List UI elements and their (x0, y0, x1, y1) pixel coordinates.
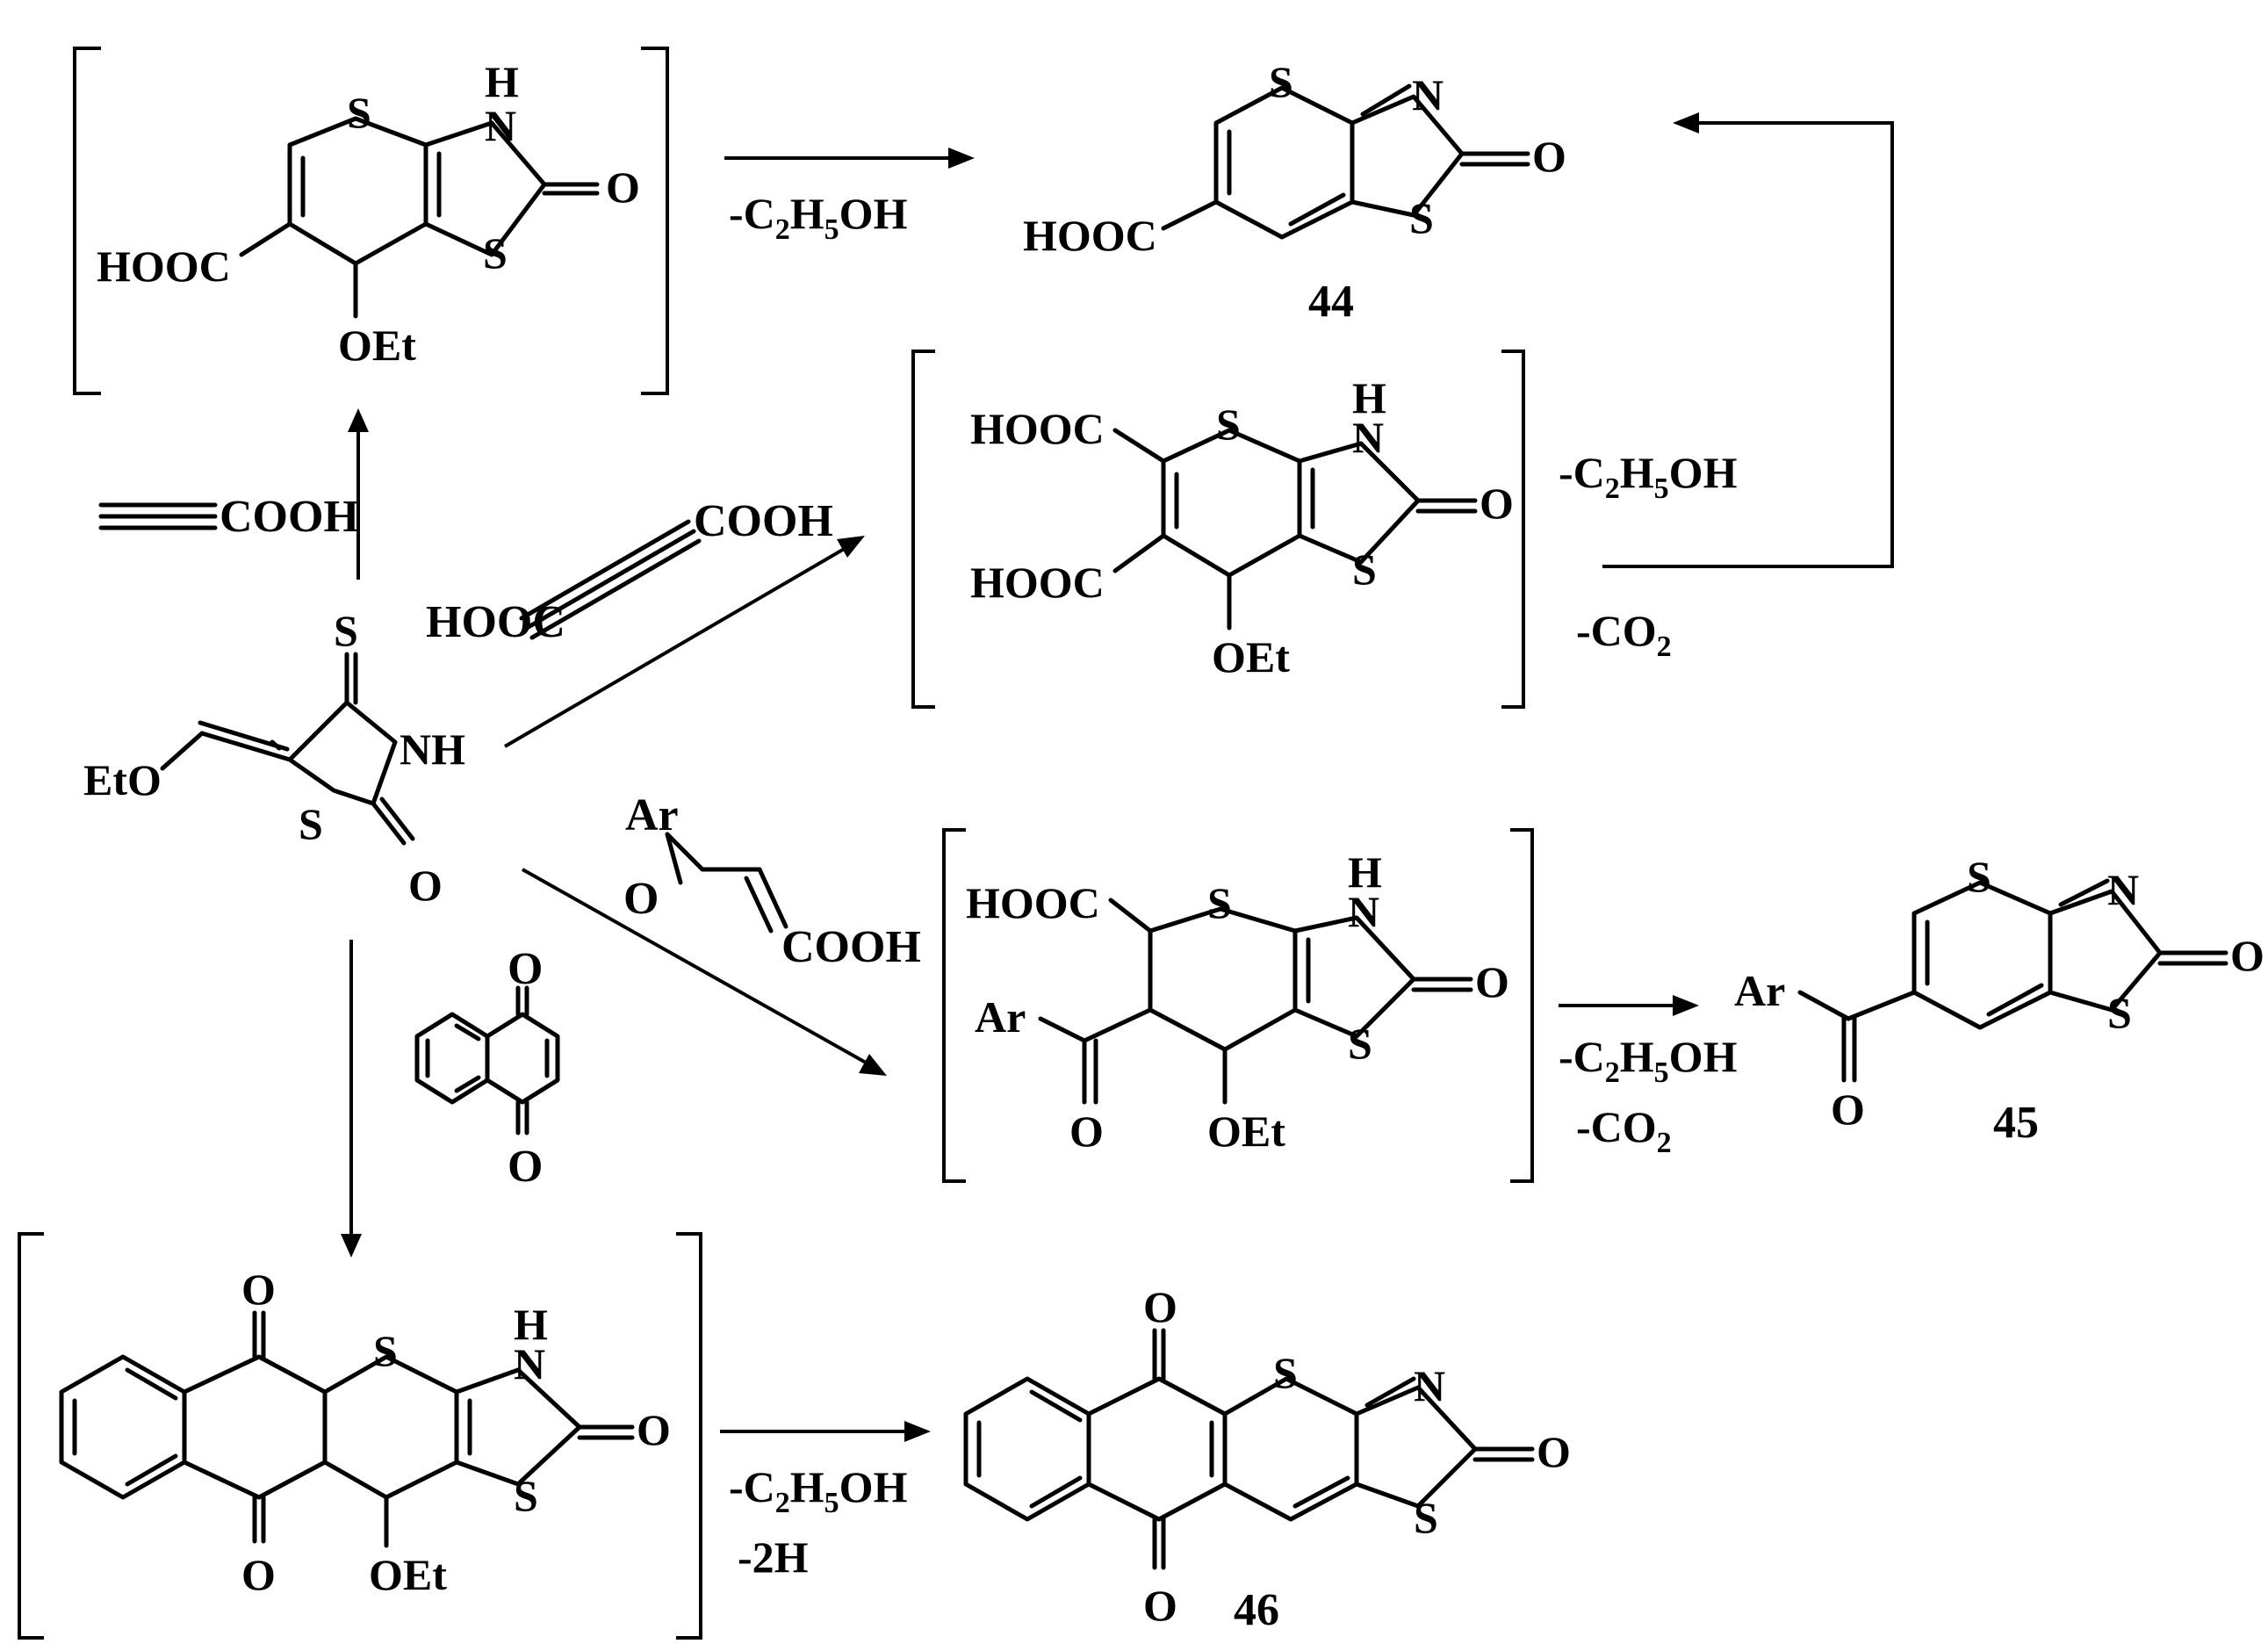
bl-s2-label: S (514, 1471, 538, 1520)
tl-s-label: S (347, 88, 371, 137)
arrow-down-to-bottom (341, 940, 362, 1258)
elbow-arrow-to-44: -C2H5OH -CO2 (1559, 112, 1894, 663)
propiolic-acid-reagent: COOH (98, 492, 359, 542)
propiolic-cooh-label: COOH (220, 492, 359, 542)
ma-o-label: O (1480, 479, 1514, 528)
ma-hooc1-label: HOOC (970, 404, 1105, 453)
cond-2h: -2H (738, 1532, 809, 1582)
nq-o1-label: O (508, 944, 543, 994)
c44-s-label: S (1269, 57, 1293, 106)
ma-s-label: S (1216, 400, 1241, 449)
tl-hooc-label: HOOC (97, 242, 231, 291)
bl-o1-label: O (241, 1265, 276, 1314)
bl-o2-label: O (241, 1550, 276, 1599)
cond-co2-b: -CO2 (1576, 1102, 1672, 1159)
cond-ethanol-b: -C2H5OH (1559, 448, 1738, 505)
nq-o2-label: O (508, 1142, 543, 1192)
c44-s2-label: S (1409, 193, 1434, 242)
compound-45: S N O S Ar O 45 (1734, 852, 2264, 1148)
ar-s-label: S (1207, 878, 1232, 927)
intermediate-bottom: O S H N O S O OEt (18, 1232, 702, 1640)
arrow-to-aroyl-intermediate (522, 868, 887, 1076)
aroylacrylic-reagent: Ar O COOH (623, 790, 921, 972)
c46-o-label: O (1537, 1427, 1571, 1476)
arrow-to-diacid (503, 536, 865, 748)
c44-n-label: N (1412, 70, 1444, 119)
c46-o1-label: O (1143, 1282, 1177, 1331)
cond-co2-a: -CO2 (1576, 606, 1672, 663)
ring-s-label: S (299, 799, 323, 848)
naphthoquinone-reagent: O O (414, 944, 560, 1192)
intermediate-top-left: S H N O S HOOC OEt (73, 47, 669, 395)
tl-h-label: H (485, 57, 519, 106)
c44-o-label: O (1532, 132, 1566, 181)
adca-cooh-label: COOH (694, 496, 833, 546)
ma-h-label: H (1352, 373, 1386, 422)
ar-hooc-label: HOOC (966, 878, 1100, 927)
c45-n-label: N (2107, 865, 2139, 914)
compound-46: O S N O S O 46 (963, 1282, 1571, 1635)
c46-n-label: N (1414, 1361, 1445, 1410)
starting-thiazolidinone: S NH S O EtO (83, 606, 465, 910)
c45-s2-label: S (2107, 988, 2132, 1037)
intermediate-aroyl: S H N O S HOOC Ar O OEt (942, 828, 1534, 1183)
tl-o-label: O (606, 162, 640, 212)
ring-nh-label: NH (400, 725, 465, 774)
ar-oet-label: OEt (1207, 1107, 1285, 1156)
bl-oet-label: OEt (369, 1550, 447, 1599)
compound-44: S N O S HOOC 44 (1023, 57, 1566, 327)
ar-h-label: H (1348, 847, 1382, 897)
ara-cooh-label: COOH (781, 922, 921, 972)
compound-45-number: 45 (1993, 1098, 2039, 1148)
c46-o2-label: O (1143, 1581, 1177, 1630)
cond-ethanol-d: -C2H5OH (729, 1462, 908, 1519)
cond-ethanol-c: -C2H5OH (1559, 1032, 1738, 1089)
compound-44-number: 44 (1308, 277, 1354, 327)
ethoxy-label: EtO (83, 755, 162, 804)
ara-o-label: O (623, 874, 659, 924)
carbonyl-o-label: O (408, 861, 443, 910)
c46-s-label: S (1273, 1348, 1298, 1397)
ar-ar-label: Ar (975, 992, 1026, 1042)
c44-hooc-label: HOOC (1023, 211, 1157, 260)
ar-co-o-label: O (1069, 1107, 1104, 1156)
thione-s-label: S (334, 606, 358, 655)
ma-n-label: N (1352, 413, 1384, 462)
c46-s2-label: S (1414, 1493, 1438, 1542)
ara-ar-label: Ar (625, 790, 679, 840)
intermediate-diacid: S H N O S HOOC HOOC OEt (911, 350, 1525, 709)
ar-o-label: O (1475, 957, 1509, 1006)
ar-n-label: N (1348, 887, 1379, 936)
c45-ar-label: Ar (1734, 966, 1785, 1015)
arrow-to-44: -C2H5OH (724, 148, 975, 246)
bl-s-label: S (373, 1326, 398, 1375)
c45-co-o-label: O (1831, 1085, 1865, 1134)
ma-oet-label: OEt (1212, 632, 1290, 681)
arrow-to-46: -C2H5OH -2H (720, 1421, 931, 1582)
ma-s2-label: S (1352, 544, 1377, 594)
bl-n-label: N (514, 1339, 545, 1388)
adca-hooc-label: HOOC (426, 597, 565, 647)
c45-s-label: S (1967, 852, 1991, 901)
arrow-to-45: -C2H5OH -CO2 (1559, 995, 1738, 1159)
arrow-up-to-top-left (348, 408, 369, 580)
compound-46-number: 46 (1234, 1585, 1279, 1635)
ma-hooc2-label: HOOC (970, 558, 1105, 607)
tl-s2-label: S (483, 228, 508, 278)
adca-reagent: HOOC COOH (426, 496, 833, 647)
ar-s2-label: S (1348, 1019, 1372, 1068)
c45-o-label: O (2230, 931, 2264, 980)
tl-n-label: N (485, 101, 516, 150)
bl-h-label: H (514, 1300, 548, 1349)
tl-oet-label: OEt (338, 321, 416, 370)
cond-ethanol-a: -C2H5OH (729, 189, 908, 246)
bl-o-label: O (637, 1405, 671, 1454)
